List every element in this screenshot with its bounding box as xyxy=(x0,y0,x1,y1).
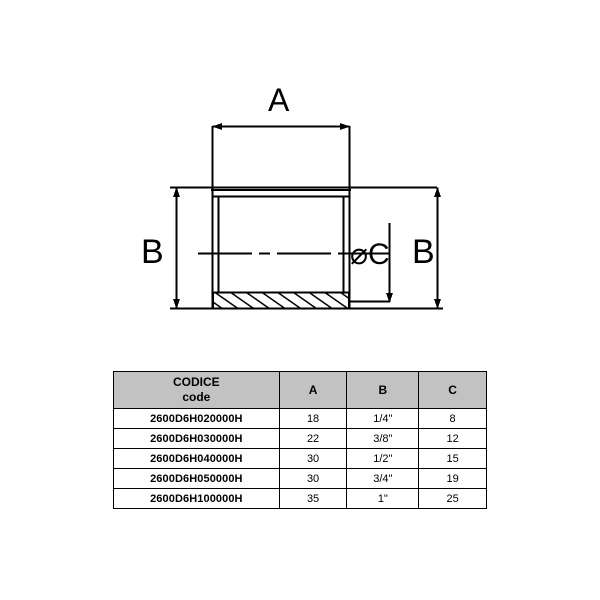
cell-b: 3/8" xyxy=(346,428,420,449)
spec-table-container: CODICE code A B C 2600D6H020000H 18 1/4"… xyxy=(113,371,487,509)
cell-code: 2600D6H100000H xyxy=(113,488,280,509)
cell-a: 18 xyxy=(278,408,348,429)
cell-c: 12 xyxy=(418,428,487,449)
cell-c: 15 xyxy=(418,448,487,469)
table-row: 2600D6H100000H 35 1" 25 xyxy=(113,488,487,509)
fitting-bore-lines xyxy=(213,195,349,292)
cell-b: 1/4" xyxy=(346,408,420,429)
fitting-body-outline xyxy=(211,188,351,309)
dimension-label-b-right: B xyxy=(412,233,435,271)
cell-c: 19 xyxy=(418,468,487,489)
table-row: 2600D6H040000H 30 1/2" 15 xyxy=(113,448,487,469)
dimension-b-extension-lines xyxy=(170,186,443,310)
fitting-section-svg xyxy=(170,123,443,310)
dimension-label-a: A xyxy=(268,82,290,118)
column-header-code: CODICE code xyxy=(113,371,280,409)
column-header-c: C xyxy=(418,371,487,409)
cell-a: 22 xyxy=(278,428,348,449)
section-hatch-band xyxy=(211,291,351,310)
table-header-row: CODICE code A B C xyxy=(113,371,487,409)
table-row: 2600D6H020000H 18 1/4" 8 xyxy=(113,408,487,429)
cell-code: 2600D6H050000H xyxy=(113,468,280,489)
cell-c: 25 xyxy=(418,488,487,509)
column-header-code-line1: CODICE xyxy=(173,375,220,389)
cell-code: 2600D6H040000H xyxy=(113,448,280,469)
dimension-b-right-line xyxy=(434,187,441,309)
cell-a: 35 xyxy=(278,488,348,509)
cell-a: 30 xyxy=(278,448,348,469)
cell-b: 3/4" xyxy=(346,468,420,489)
dimension-a-extension-lines xyxy=(211,126,351,190)
spec-table: CODICE code A B C 2600D6H020000H 18 1/4"… xyxy=(113,371,487,509)
column-header-a: A xyxy=(278,371,348,409)
cell-code: 2600D6H020000H xyxy=(113,408,280,429)
cell-b: 1/2" xyxy=(346,448,420,469)
cell-code: 2600D6H030000H xyxy=(113,428,280,449)
dimension-label-c: ⌀C xyxy=(350,238,390,271)
cell-a: 30 xyxy=(278,468,348,489)
dimension-c-line xyxy=(349,223,393,303)
table-row: 2600D6H050000H 30 3/4" 19 xyxy=(113,468,487,489)
technical-drawing: A B B ⌀C xyxy=(141,82,443,310)
dimension-b-left-line xyxy=(173,187,180,309)
table-row: 2600D6H030000H 22 3/8" 12 xyxy=(113,428,487,449)
column-header-code-line2: code xyxy=(182,390,211,404)
cell-b: 1" xyxy=(346,488,420,509)
cell-c: 8 xyxy=(418,408,487,429)
dimension-a-line xyxy=(212,123,350,130)
dimension-label-b-left: B xyxy=(141,233,164,271)
column-header-b: B xyxy=(346,371,420,409)
